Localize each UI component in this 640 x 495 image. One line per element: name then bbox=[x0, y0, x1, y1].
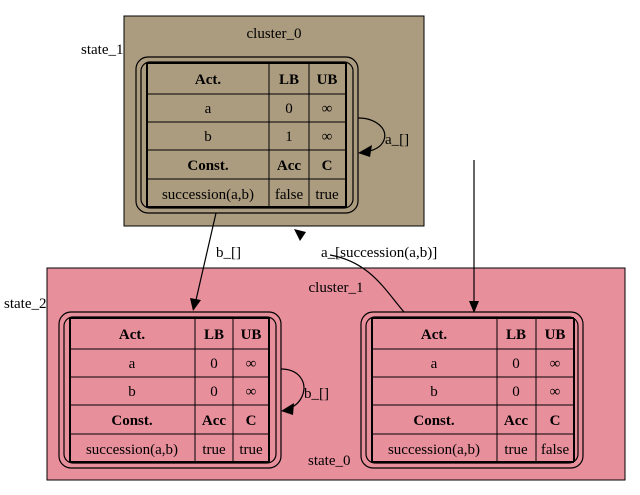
state-0-row-b-lb: 0 bbox=[512, 384, 520, 400]
edge-state-2-self-loop-label: b_[] bbox=[304, 386, 329, 402]
state-0-constraint-c: false bbox=[541, 442, 570, 458]
state-2-constraint-name: succession(a,b) bbox=[86, 442, 178, 458]
state-2-label: state_2 bbox=[4, 296, 47, 312]
state-0-header-c: C bbox=[550, 413, 561, 429]
state-1-node: Act. LB UB a 0 ∞ b 1 ∞ Const. Acc C succ… bbox=[135, 56, 359, 214]
state-2-row-b-lb: 0 bbox=[210, 384, 218, 400]
state-2-row-b-ub: ∞ bbox=[246, 384, 257, 400]
state-1-constraint-name: succession(a,b) bbox=[162, 187, 254, 203]
state-2-header-acc: Acc bbox=[202, 413, 226, 429]
state-0-constraint-name: succession(a,b) bbox=[388, 442, 480, 458]
state-2-header-act: Act. bbox=[119, 327, 145, 343]
edge-state-2-self-loop-arrowhead bbox=[281, 403, 294, 415]
edge-state-1-to-state-2-label: b_[] bbox=[216, 245, 241, 261]
state-0-row-b-ub: ∞ bbox=[550, 384, 561, 400]
state-0-header-ub: UB bbox=[545, 327, 566, 343]
state-1-row-b-act: b bbox=[204, 129, 212, 145]
state-0-header-const: Const. bbox=[413, 413, 455, 429]
state-1-row-a-lb: 0 bbox=[285, 101, 293, 117]
edge-state-1-self-loop-label: a_[] bbox=[385, 132, 409, 148]
state-0-row-a-lb: 0 bbox=[512, 356, 520, 372]
edge-start-to-state-0-arrowhead bbox=[469, 301, 479, 313]
state-2-row-a-ub: ∞ bbox=[246, 356, 257, 372]
state-0-label: state_0 bbox=[308, 453, 351, 469]
state-2-row-a-act: a bbox=[129, 356, 136, 372]
state-2-header-c: C bbox=[246, 413, 257, 429]
state-0-header-acc: Acc bbox=[504, 413, 528, 429]
state-0-row-a-ub: ∞ bbox=[550, 356, 561, 372]
state-2-row-a-lb: 0 bbox=[210, 356, 218, 372]
state-1-header-c: C bbox=[322, 158, 333, 174]
state-2-header-lb: LB bbox=[204, 327, 224, 343]
state-0-header-lb: LB bbox=[506, 327, 526, 343]
state-1-header-acc: Acc bbox=[277, 158, 301, 174]
state-2-node: Act. LB UB a 0 ∞ b 0 ∞ Const. Acc C succ… bbox=[58, 311, 282, 469]
edge-state-1-to-state-2 bbox=[195, 212, 217, 301]
state-2-header-const: Const. bbox=[111, 413, 153, 429]
state-2-row-b-act: b bbox=[128, 384, 136, 400]
state-1-header-act: Act. bbox=[195, 72, 221, 88]
state-0-row-a-act: a bbox=[431, 356, 438, 372]
edge-state-0-to-state-1-label: a_[succession(a,b)] bbox=[321, 245, 437, 261]
cluster-1-label: cluster_1 bbox=[309, 280, 364, 296]
edge-state-0-to-state-1-arrowhead bbox=[294, 229, 306, 241]
cluster-1-box bbox=[46, 267, 626, 481]
state-0-row-b-act: b bbox=[430, 384, 438, 400]
state-1-row-a-act: a bbox=[205, 101, 212, 117]
state-0-node: Act. LB UB a 0 ∞ b 0 ∞ Const. Acc C succ… bbox=[360, 311, 584, 469]
state-2-constraint-c: true bbox=[239, 442, 263, 458]
edge-state-0-to-state-1 bbox=[329, 254, 405, 313]
state-0-header-act: Act. bbox=[421, 327, 447, 343]
state-1-label: state_1 bbox=[81, 42, 124, 58]
edge-state-1-to-state-2-arrowhead bbox=[190, 298, 201, 311]
state-1-header-lb: LB bbox=[279, 72, 299, 88]
state-1-header-const: Const. bbox=[187, 158, 229, 174]
state-1-row-a-ub: ∞ bbox=[322, 101, 333, 117]
state-1-constraint-acc: false bbox=[275, 187, 304, 203]
state-2-header-ub: UB bbox=[241, 327, 262, 343]
state-1-constraint-c: true bbox=[315, 187, 339, 203]
state-2-constraint-acc: true bbox=[202, 442, 226, 458]
edge-state-1-self-loop-arrowhead bbox=[358, 145, 372, 157]
state-1-row-b-lb: 1 bbox=[285, 129, 293, 145]
state-1-row-b-ub: ∞ bbox=[322, 129, 333, 145]
state-0-constraint-acc: true bbox=[504, 442, 528, 458]
state-1-header-ub: UB bbox=[317, 72, 338, 88]
cluster-0-label: cluster_0 bbox=[247, 26, 302, 42]
